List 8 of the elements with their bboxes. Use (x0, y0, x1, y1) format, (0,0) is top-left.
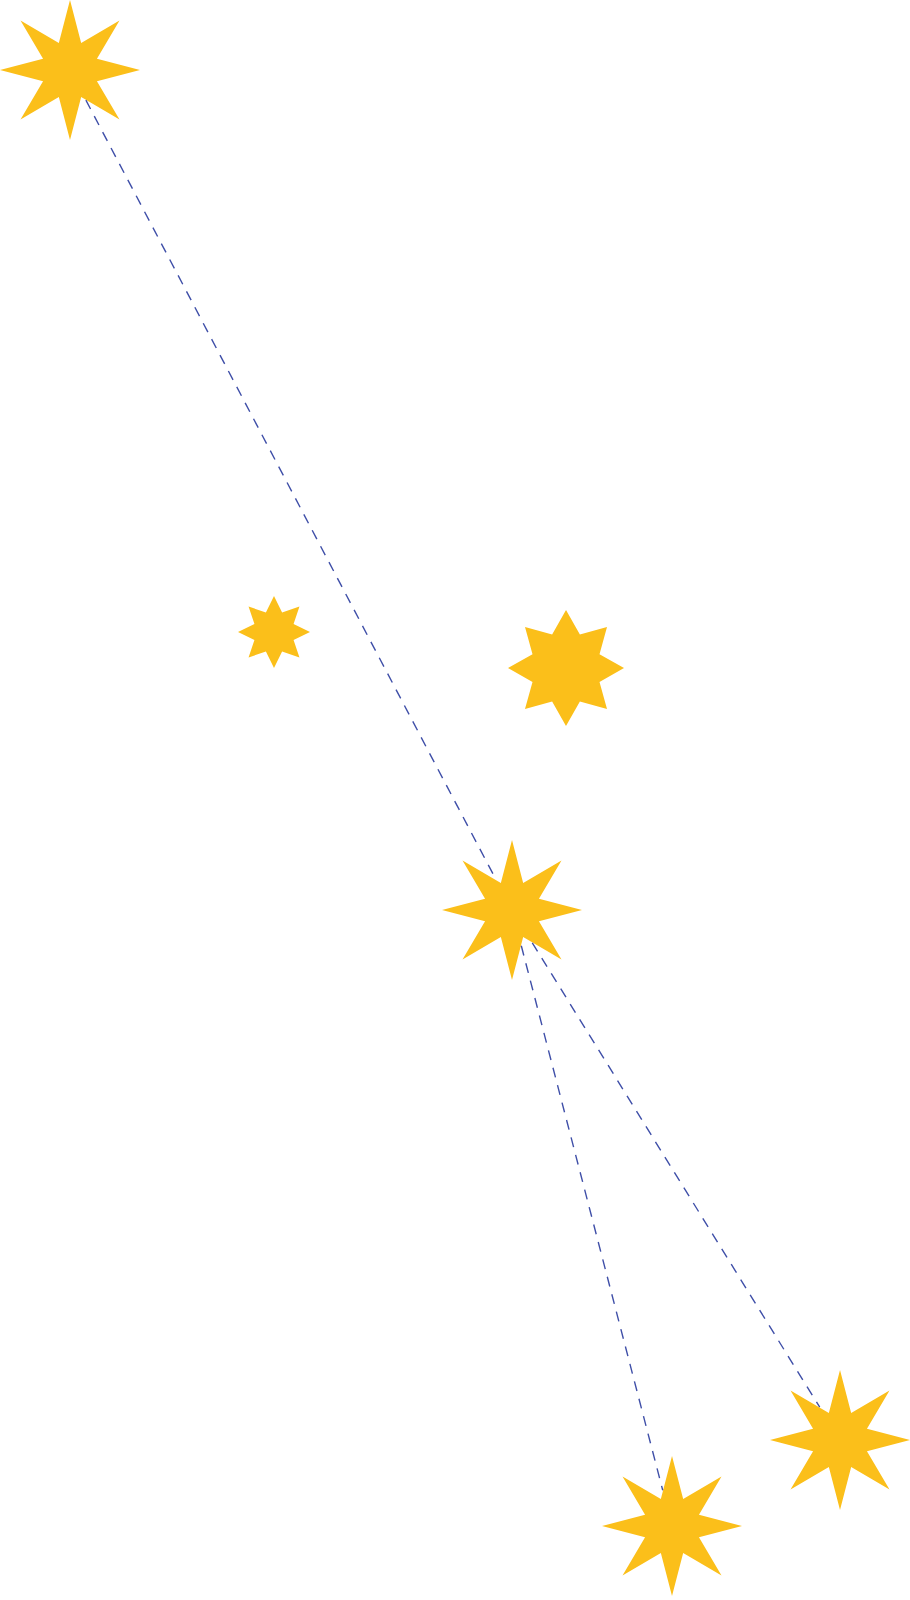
star-shape (508, 610, 624, 726)
star-shape (770, 1370, 910, 1510)
star-shape (0, 0, 140, 140)
dashed-line (520, 945, 664, 1491)
star-shape (442, 840, 582, 980)
dashed-line (531, 942, 821, 1408)
star-shape (602, 1456, 742, 1596)
star-shape (238, 596, 310, 668)
